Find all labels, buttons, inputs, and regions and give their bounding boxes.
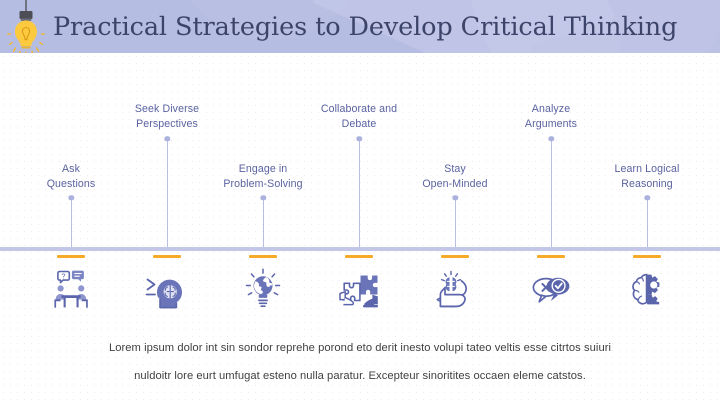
footer-line-1: Lorem ipsum dolor int sin sondor reprehe… [108, 342, 612, 354]
brain-gear-icon [624, 266, 670, 312]
connector-dot-7 [644, 195, 650, 201]
accent-dash-4 [345, 255, 373, 258]
connector-dot-3 [260, 195, 266, 201]
connector-line-5 [452, 195, 458, 249]
step-label-4-line1: Collaborate and [320, 103, 398, 115]
footer-line-2: nuldoitr lore eurt umfugat esteno nulla … [134, 370, 586, 382]
accent-dash-5 [441, 255, 469, 258]
step-label-7-line1: Learn Logical [614, 163, 680, 175]
step-label-1-line1: Ask [62, 163, 80, 175]
connector-dot-4 [356, 136, 362, 142]
step-label-6: Analyze Arguments [486, 102, 616, 131]
step-icon-column-6[interactable] [503, 255, 599, 312]
step-icon-column-5[interactable] [407, 255, 503, 312]
horizontal-divider [0, 247, 720, 251]
step-label-3-line2: Problem-Solving [223, 177, 303, 190]
step-label-2-line2: Perspectives [136, 117, 198, 130]
lightbulb-icon [7, 0, 45, 53]
step-icon-column-7[interactable] [599, 255, 695, 312]
step-label-7-line2: Reasoning [621, 177, 673, 190]
connector-line-1 [68, 195, 74, 249]
step-icon-column-2[interactable] [119, 255, 215, 312]
connector-line-6 [548, 136, 554, 249]
step-icon-column-4[interactable] [311, 255, 407, 312]
step-label-2: Seek Diverse Perspectives [102, 102, 232, 131]
step-label-6-line1: Analyze [531, 103, 571, 115]
step-label-5-line1: Stay [444, 163, 466, 175]
step-label-2-line1: Seek Diverse [134, 103, 200, 115]
connector-dot-2 [164, 136, 170, 142]
discussion-table-icon: ? [48, 266, 94, 312]
step-label-4-line2: Debate [341, 117, 377, 130]
accent-dash-2 [153, 255, 181, 258]
connector-line-3 [260, 195, 266, 249]
page-title: Practical Strategies to Develop Critical… [53, 11, 678, 42]
hands-puzzle-icon [336, 266, 382, 312]
connector-dot-6 [548, 136, 554, 142]
slide-header: Practical Strategies to Develop Critical… [0, 0, 720, 53]
bulb-globe-icon [240, 266, 286, 312]
open-mind-brain-icon [432, 266, 478, 312]
connector-line-7 [644, 195, 650, 249]
svg-text:?: ? [61, 271, 65, 280]
accent-dash-3 [249, 255, 277, 258]
step-label-7: Learn Logical Reasoning [582, 162, 712, 191]
step-icon-column-1[interactable]: ? [23, 255, 119, 312]
step-label-5: Stay Open-Minded [390, 162, 520, 191]
speech-bubbles-x-check-icon [528, 266, 574, 312]
accent-dash-1 [57, 255, 85, 258]
head-brain-arrows-icon [144, 266, 190, 312]
connector-line-4 [356, 136, 362, 249]
connector-line-2 [164, 136, 170, 249]
step-label-1-line2: Questions [46, 177, 96, 190]
step-label-6-line2: Arguments [524, 117, 578, 130]
step-label-5-line2: Open-Minded [422, 177, 488, 190]
step-label-3-line1: Engage in [238, 163, 288, 175]
step-icon-column-3[interactable] [215, 255, 311, 312]
accent-dash-7 [633, 255, 661, 258]
footer-description: Lorem ipsum dolor int sin sondor reprehe… [50, 334, 670, 390]
accent-dash-6 [537, 255, 565, 258]
connector-dot-5 [452, 195, 458, 201]
step-label-3: Engage in Problem-Solving [198, 162, 328, 191]
step-label-4: Collaborate and Debate [294, 102, 424, 131]
connector-dot-1 [68, 195, 74, 201]
step-label-1: Ask Questions [6, 162, 136, 191]
